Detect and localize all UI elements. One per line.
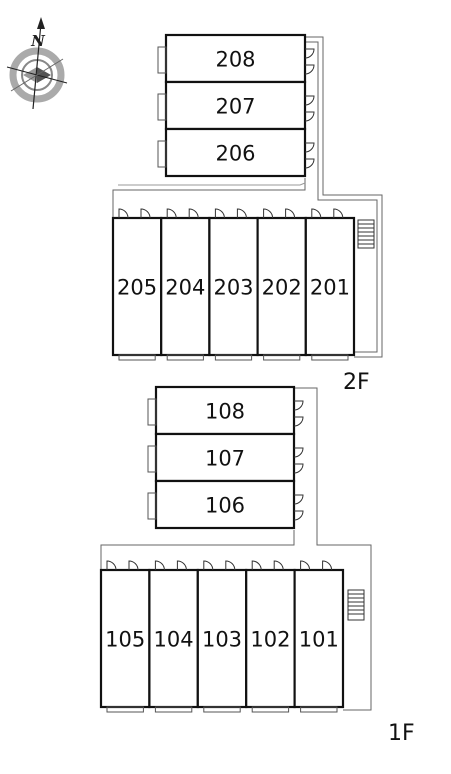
unit-104: 104 [148,560,199,713]
floor-label: 2F [343,370,370,395]
unit-number: 203 [213,276,253,300]
door-icon [293,494,304,505]
door-icon [304,158,315,169]
lower-block: 205 204 203 202 201 [111,208,356,361]
unit-number: 107 [205,447,245,471]
unit-number: 108 [205,400,245,424]
compass-rose-icon: N [6,17,68,110]
compass-north-letter: N [30,32,46,50]
unit-number: 206 [215,142,255,166]
door-icon [311,208,322,219]
door-icon [128,560,139,571]
window-icon [147,398,157,426]
upper-block: 108 107 106 [147,385,304,530]
window-icon [147,492,157,520]
door-icon [251,560,262,571]
door-icon [304,142,315,153]
door-icon [293,447,304,458]
window-icon [311,354,349,361]
unit-number: 207 [215,95,255,119]
door-icon [293,463,304,474]
window-icon [166,354,204,361]
unit-203: 203 [208,208,259,361]
upper-block: 208 207 206 [157,33,315,178]
door-icon [293,510,304,521]
unit-103: 103 [196,560,248,713]
door-icon [154,560,165,571]
door-icon [176,560,187,571]
unit-number: 204 [165,276,205,300]
unit-106: 106 [147,479,304,530]
window-icon [118,354,156,361]
unit-107: 107 [147,432,304,483]
door-icon [322,560,333,571]
door-icon [118,208,129,219]
unit-108: 108 [147,385,304,436]
door-icon [333,208,344,219]
stairs-icon [357,219,375,249]
window-icon [157,46,167,74]
window-icon [147,445,157,473]
unit-number: 105 [105,628,145,652]
unit-number: 205 [117,276,157,300]
unit-207: 207 [157,80,315,131]
floor-1f: 108 107 106 105 104 103 102 101 1F [99,385,415,746]
unit-number: 102 [250,628,290,652]
unit-202: 202 [256,208,307,361]
unit-102: 102 [245,560,296,713]
door-icon [304,64,315,75]
unit-101: 101 [293,560,345,713]
door-icon [273,560,284,571]
door-icon [140,208,151,219]
unit-number: 106 [205,494,245,518]
window-icon [214,354,253,361]
door-icon [304,95,315,106]
door-icon [293,400,304,411]
door-icon [263,208,274,219]
unit-number: 104 [154,628,194,652]
unit-206: 206 [157,127,315,178]
window-icon [106,706,144,713]
door-icon [293,416,304,427]
door-icon [285,208,296,219]
door-icon [166,208,177,219]
unit-number: 101 [299,628,339,652]
door-icon [203,560,214,571]
unit-205: 205 [111,208,163,361]
unit-105: 105 [99,560,151,713]
floor-label: 1F [388,721,415,746]
unit-number: 202 [262,276,302,300]
unit-204: 204 [160,208,211,361]
floor-2f: 208 207 206 205 204 203 202 201 2F [111,33,383,395]
door-icon [188,208,199,219]
unit-208: 208 [157,33,315,84]
window-icon [157,140,167,168]
door-icon [236,208,247,219]
door-icon [106,560,117,571]
unit-201: 201 [304,208,356,361]
unit-number: 201 [310,276,350,300]
window-icon [300,706,338,713]
stairs-icon [347,589,365,621]
window-icon [251,706,290,713]
unit-number: 103 [202,628,242,652]
door-icon [304,111,315,122]
window-icon [263,354,301,361]
door-icon [304,48,315,59]
lower-block: 105 104 103 102 101 [99,560,345,713]
window-icon [203,706,241,713]
unit-number: 208 [215,48,255,72]
door-icon [225,560,236,571]
window-icon [157,93,167,121]
door-icon [214,208,225,219]
window-icon [154,706,193,713]
door-icon [300,560,311,571]
